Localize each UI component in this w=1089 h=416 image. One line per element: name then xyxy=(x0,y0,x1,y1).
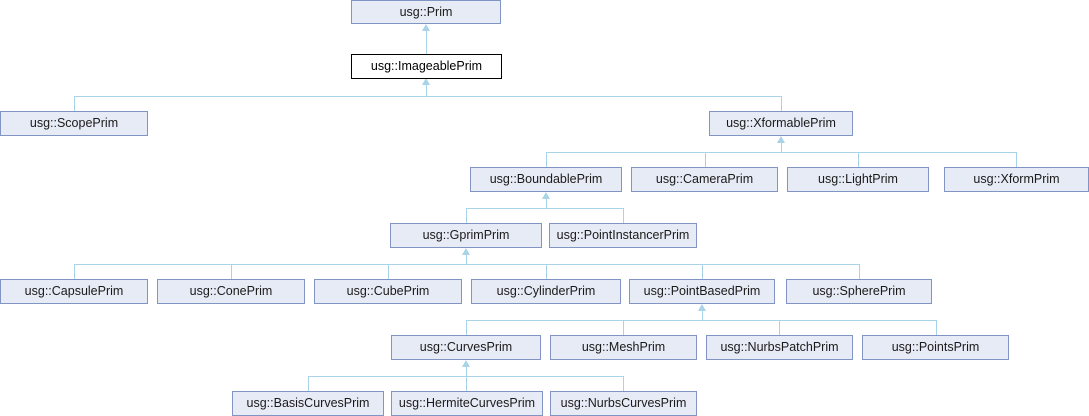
class-node-light[interactable]: usg::LightPrim xyxy=(787,167,929,192)
class-node-label: usg::HermiteCurvesPrim xyxy=(398,396,536,411)
bar-level2 xyxy=(74,96,781,97)
edge-gprim-down xyxy=(466,254,467,264)
arrowhead-pointbased xyxy=(698,304,706,311)
class-node-curves[interactable]: usg::CurvesPrim xyxy=(391,335,541,360)
drop-level7-1 xyxy=(466,376,467,391)
class-node-xformable[interactable]: usg::XformablePrim xyxy=(709,111,853,136)
class-node-label: usg::PointBasedPrim xyxy=(643,284,761,299)
class-node-label: usg::XformablePrim xyxy=(726,116,836,131)
class-node-label: usg::BasisCurvesPrim xyxy=(246,396,370,411)
class-node-label: usg::BoundablePrim xyxy=(489,172,603,187)
class-node-label: usg::XformPrim xyxy=(973,172,1060,187)
class-node-label: usg::PointsPrim xyxy=(891,340,980,355)
drop-level4-1 xyxy=(623,208,624,223)
class-node-cone[interactable]: usg::ConePrim xyxy=(157,279,305,304)
class-node-nurbspatch[interactable]: usg::NurbsPatchPrim xyxy=(706,335,853,360)
class-node-imageable[interactable]: usg::ImageablePrim xyxy=(351,54,502,79)
drop-level3-2 xyxy=(858,152,859,167)
edge-imageable-to-prim xyxy=(426,30,427,54)
class-node-label: usg::GprimPrim xyxy=(422,228,510,243)
bar-level3 xyxy=(546,152,1016,153)
class-node-nurbscurves[interactable]: usg::NurbsCurvesPrim xyxy=(550,391,697,416)
bar-level4 xyxy=(466,208,623,209)
drop-level3-0 xyxy=(546,152,547,167)
class-node-label: usg::MeshPrim xyxy=(581,340,666,355)
arrowhead-prim xyxy=(422,24,430,31)
drop-level3-3 xyxy=(1016,152,1017,167)
drop-level6-1 xyxy=(623,320,624,335)
edge-curves-down xyxy=(466,366,467,376)
class-node-label: usg::ImageablePrim xyxy=(370,59,483,74)
class-node-prim[interactable]: usg::Prim xyxy=(351,0,501,24)
drop-level5-5 xyxy=(859,264,860,279)
class-node-points[interactable]: usg::PointsPrim xyxy=(862,335,1009,360)
class-node-xform[interactable]: usg::XformPrim xyxy=(944,167,1089,192)
class-node-label: usg::CapsulePrim xyxy=(24,284,124,299)
arrowhead-gprim xyxy=(462,248,470,255)
class-node-gprim[interactable]: usg::GprimPrim xyxy=(390,223,542,248)
arrowhead-boundable xyxy=(542,192,550,199)
class-node-label: usg::NurbsPatchPrim xyxy=(720,340,839,355)
arrowhead-curves xyxy=(462,360,470,367)
drop-level6-0 xyxy=(466,320,467,335)
drop-level7-2 xyxy=(623,376,624,391)
bar-level5 xyxy=(74,264,859,265)
drop-level6-3 xyxy=(936,320,937,335)
drop-level7-0 xyxy=(308,376,309,391)
edge-imageable-down xyxy=(426,85,427,96)
drop-level5-0 xyxy=(74,264,75,279)
bar-level6 xyxy=(466,320,936,321)
class-node-mesh[interactable]: usg::MeshPrim xyxy=(550,335,697,360)
drop-level6-2 xyxy=(779,320,780,335)
class-node-label: usg::CubePrim xyxy=(346,284,430,299)
class-node-cube[interactable]: usg::CubePrim xyxy=(314,279,462,304)
drop-level2-1 xyxy=(781,96,782,111)
class-node-label: usg::LightPrim xyxy=(818,172,898,187)
class-node-capsule[interactable]: usg::CapsulePrim xyxy=(0,279,148,304)
class-node-pointbased[interactable]: usg::PointBasedPrim xyxy=(629,279,775,304)
class-node-hermitecurves[interactable]: usg::HermiteCurvesPrim xyxy=(391,391,543,416)
edge-xformable-down xyxy=(781,142,782,152)
drop-level3-1 xyxy=(705,152,706,167)
class-node-basiscurves[interactable]: usg::BasisCurvesPrim xyxy=(232,391,384,416)
drop-level5-4 xyxy=(702,264,703,279)
class-node-label: usg::ScopePrim xyxy=(29,116,119,131)
class-node-scope[interactable]: usg::ScopePrim xyxy=(0,111,148,136)
drop-level5-2 xyxy=(388,264,389,279)
class-node-camera[interactable]: usg::CameraPrim xyxy=(631,167,778,192)
class-node-cylinder[interactable]: usg::CylinderPrim xyxy=(471,279,621,304)
edge-pointbased-down xyxy=(702,310,703,320)
arrowhead-xformable xyxy=(777,136,785,143)
class-node-boundable[interactable]: usg::BoundablePrim xyxy=(470,167,622,192)
class-node-sphere[interactable]: usg::SpherePrim xyxy=(786,279,932,304)
class-node-label: usg::NurbsCurvesPrim xyxy=(560,396,687,411)
class-node-label: usg::Prim xyxy=(399,4,453,19)
class-node-label: usg::PointInstancerPrim xyxy=(556,228,690,243)
class-node-pointinstancer[interactable]: usg::PointInstancerPrim xyxy=(549,223,697,248)
class-node-label: usg::CameraPrim xyxy=(655,172,754,187)
class-node-label: usg::CurvesPrim xyxy=(419,340,513,355)
drop-level5-3 xyxy=(546,264,547,279)
drop-level5-1 xyxy=(231,264,232,279)
class-node-label: usg::SpherePrim xyxy=(812,284,906,299)
drop-level2-0 xyxy=(74,96,75,111)
arrowhead-imageable xyxy=(422,78,430,85)
edge-boundable-down xyxy=(546,198,547,208)
drop-level4-0 xyxy=(466,208,467,223)
class-node-label: usg::CylinderPrim xyxy=(496,284,596,299)
bar-level7 xyxy=(308,376,623,377)
class-node-label: usg::ConePrim xyxy=(189,284,273,299)
